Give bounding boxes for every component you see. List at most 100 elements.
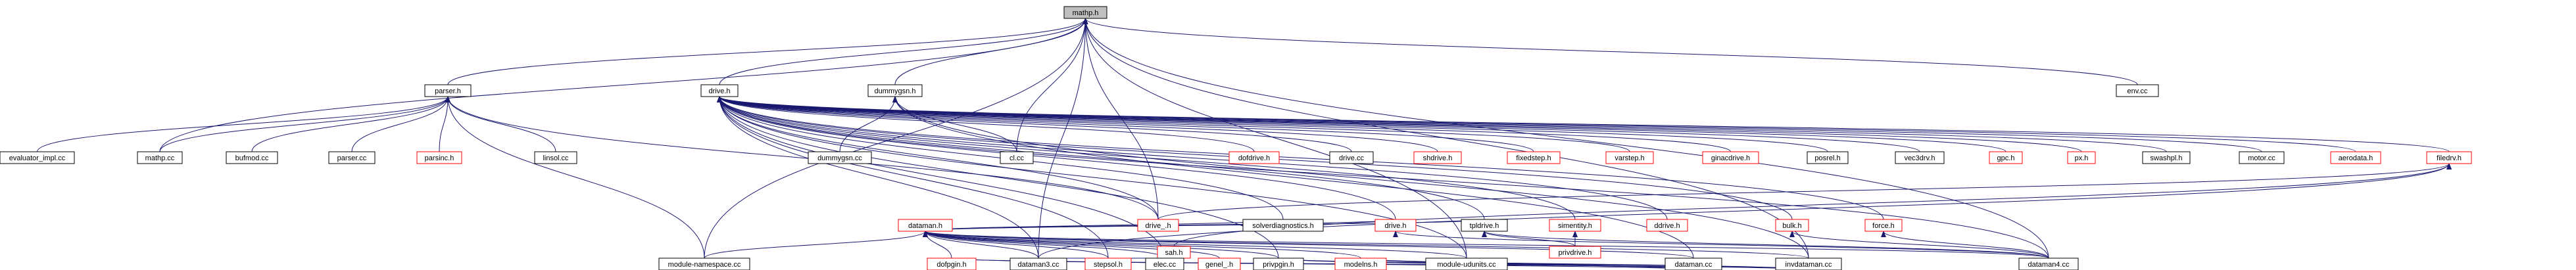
- node-swashpl-h[interactable]: swashpl.h: [2142, 151, 2191, 164]
- node-label: ginacdrive.h: [1711, 154, 1750, 162]
- node-simentity-h[interactable]: simentity.h: [1549, 219, 1601, 232]
- include-edge-tpldrive_h-to-drive_h: [717, 96, 1485, 220]
- node-drivedh[interactable]: drive.h: [1374, 219, 1417, 232]
- node-label: drive.h: [708, 87, 730, 95]
- node-vec3drv-h[interactable]: vec3drv.h: [1895, 151, 1945, 164]
- node-box: [1000, 151, 1034, 164]
- node-cl-cc[interactable]: cl.cc: [1000, 151, 1034, 164]
- node-dataman4-cc[interactable]: dataman4.cc: [2018, 258, 2079, 270]
- include-edge-module_namespace_cc-to-mathp_h: [704, 18, 1088, 259]
- node-bulk-h[interactable]: bulk.h: [1775, 219, 1809, 232]
- include-edge-drive_h-to-mathp_h: [719, 18, 1088, 85]
- include-edge-drive_cc-to-drive_h: [717, 96, 1352, 152]
- node-label: filedrv.h: [2437, 154, 2462, 162]
- include-edge-stepsol_h-to-drive_h: [717, 96, 1109, 259]
- node-varstep-h[interactable]: varstep.h: [1605, 151, 1654, 164]
- node-box: [808, 151, 872, 164]
- include-edge-module_udunits_cc-to-dataman_h: [923, 231, 1467, 259]
- node-privpgin-h[interactable]: privpgin.h: [1253, 258, 1304, 270]
- node-ginacdrive-h[interactable]: ginacdrive.h: [1702, 151, 1759, 164]
- include-edge-linsol_cc-to-parser_h: [445, 96, 556, 152]
- node-fixedstep-h[interactable]: fixedstep.h: [1507, 151, 1561, 164]
- node-dofdrive-h[interactable]: dofdrive.h: [1228, 151, 1280, 164]
- node-box: [328, 151, 376, 164]
- include-edge-cl_cc-to-dummygsn_h: [892, 96, 1017, 152]
- include-edge-dofdrive_h-to-drive_h: [717, 96, 1255, 152]
- include-edge-drivedh-to-drive_h: [717, 96, 1396, 220]
- include-edge-ginacdrive_h-to-drive_h: [717, 96, 1731, 152]
- node-ddrive-h[interactable]: ddrive.h: [1646, 219, 1688, 232]
- include-edge-fixedstep_h-to-drive_h: [717, 96, 1534, 152]
- node-stepsol-h[interactable]: stepsol.h: [1084, 258, 1132, 270]
- node-genel--h[interactable]: genel_.h: [1198, 258, 1241, 270]
- include-edge-dataman3_cc-to-dataman_h: [923, 231, 1039, 259]
- node-label: mathp.cc: [145, 154, 175, 162]
- node-force-h[interactable]: force.h: [1864, 219, 1903, 232]
- node-motor-cc[interactable]: motor.cc: [2239, 151, 2285, 164]
- node-filedrv-h[interactable]: filedrv.h: [2426, 151, 2472, 164]
- node-dummygsn-cc[interactable]: dummygsn.cc: [808, 151, 872, 164]
- node-mathp-h[interactable]: mathp.h: [1063, 6, 1107, 19]
- node-px-h[interactable]: px.h: [2067, 151, 2096, 164]
- include-edge-stepsol_h-to-dataman_h: [923, 231, 1109, 259]
- node-aerodata-h[interactable]: aerodata.h: [2330, 151, 2381, 164]
- node-dofpgin-h[interactable]: dofpgin.h: [927, 258, 977, 270]
- node-tpldrive-h[interactable]: tpldrive.h: [1461, 219, 1508, 232]
- node-box: [1549, 219, 1601, 232]
- node-label: posrel.h: [1814, 154, 1840, 162]
- node-label: simentity.h: [1558, 222, 1592, 230]
- node-drive-cc[interactable]: drive.cc: [1329, 151, 1374, 164]
- include-edge-invdataman_cc-to-dummygsn_h: [892, 96, 1809, 259]
- node-label: dataman3.cc: [1018, 261, 1059, 269]
- node-dataman-h[interactable]: dataman.h: [898, 219, 953, 232]
- node-box: [1507, 151, 1561, 164]
- node-mathp-cc[interactable]: mathp.cc: [137, 151, 183, 164]
- node-linsol-cc[interactable]: linsol.cc: [534, 151, 577, 164]
- node-shdrive-h[interactable]: shdrive.h: [1413, 151, 1462, 164]
- node-drive--h[interactable]: drive_.h: [1137, 219, 1179, 232]
- node-box: [1329, 151, 1374, 164]
- node-modelns-h[interactable]: modelns.h: [1334, 258, 1387, 270]
- include-edge-modelns_h-to-dataman_h: [923, 231, 1361, 259]
- node-posrel-h[interactable]: posrel.h: [1807, 151, 1849, 164]
- node-parser-cc[interactable]: parser.cc: [328, 151, 376, 164]
- node-parsinc-h[interactable]: parsinc.h: [416, 151, 462, 164]
- node-label: dataman.h: [908, 222, 942, 230]
- node-box: [2018, 258, 2079, 270]
- node-dataman3-cc[interactable]: dataman3.cc: [1009, 258, 1067, 270]
- node-env-cc[interactable]: env.cc: [2116, 84, 2159, 97]
- include-edge-force_h-to-drive_h: [717, 96, 1884, 220]
- node-drive-h[interactable]: drive.h: [700, 84, 739, 97]
- nodes-layer: mathp.h parser.h dummygsn.h drive.h env.cc ev…: [0, 6, 2472, 270]
- node-label: linsol.cc: [543, 154, 569, 162]
- include-edge-aerodata_h-to-drive_h: [717, 96, 2356, 152]
- node-sah-h[interactable]: sah.h: [1157, 246, 1191, 259]
- node-solverdiagnostics-h[interactable]: solverdiagnostics.h: [1242, 219, 1324, 232]
- node-module-namespace-cc[interactable]: module-namespace.cc: [658, 258, 750, 270]
- include-edge-px_h-to-drive_h: [717, 96, 2082, 152]
- include-edge-module_udunits_cc-to-mathp_h: [1082, 18, 1467, 259]
- node-label: fixedstep.h: [1516, 154, 1551, 162]
- node-label: env.cc: [2127, 87, 2148, 95]
- node-module-udunits-cc[interactable]: module-udunits.cc: [1425, 258, 1508, 270]
- node-bufmod-cc[interactable]: bufmod.cc: [226, 151, 278, 164]
- include-edge-parser_h-to-mathp_h: [447, 18, 1088, 85]
- node-gpc-h[interactable]: gpc.h: [1989, 151, 2023, 164]
- include-edge-mathp_cc-to-parser_h: [159, 96, 450, 152]
- node-label: shdrive.h: [1423, 154, 1453, 162]
- node-privdrive-h[interactable]: privdrive.h: [1549, 246, 1601, 259]
- node-box: [2426, 151, 2472, 164]
- node-parser-h[interactable]: parser.h: [424, 84, 472, 97]
- node-elec-cc[interactable]: elec.cc: [1145, 258, 1184, 270]
- node-label: privpgin.h: [1263, 261, 1294, 269]
- node-dataman-cc[interactable]: dataman.cc: [1665, 258, 1722, 270]
- node-label: genel_.h: [1205, 261, 1233, 269]
- include-edge-privdrive_h-to-tpldrive_h: [1482, 231, 1576, 247]
- node-invdataman-cc[interactable]: invdataman.cc: [1775, 258, 1842, 270]
- node-box: [1137, 219, 1179, 232]
- node-dummygsn-h[interactable]: dummygsn.h: [867, 84, 923, 97]
- node-label: modelns.h: [1344, 261, 1378, 269]
- node-evaluator-impl-cc[interactable]: evaluator_impl.cc: [0, 151, 75, 164]
- include-edge-dataman4_cc-to-dataman_h: [923, 231, 2049, 259]
